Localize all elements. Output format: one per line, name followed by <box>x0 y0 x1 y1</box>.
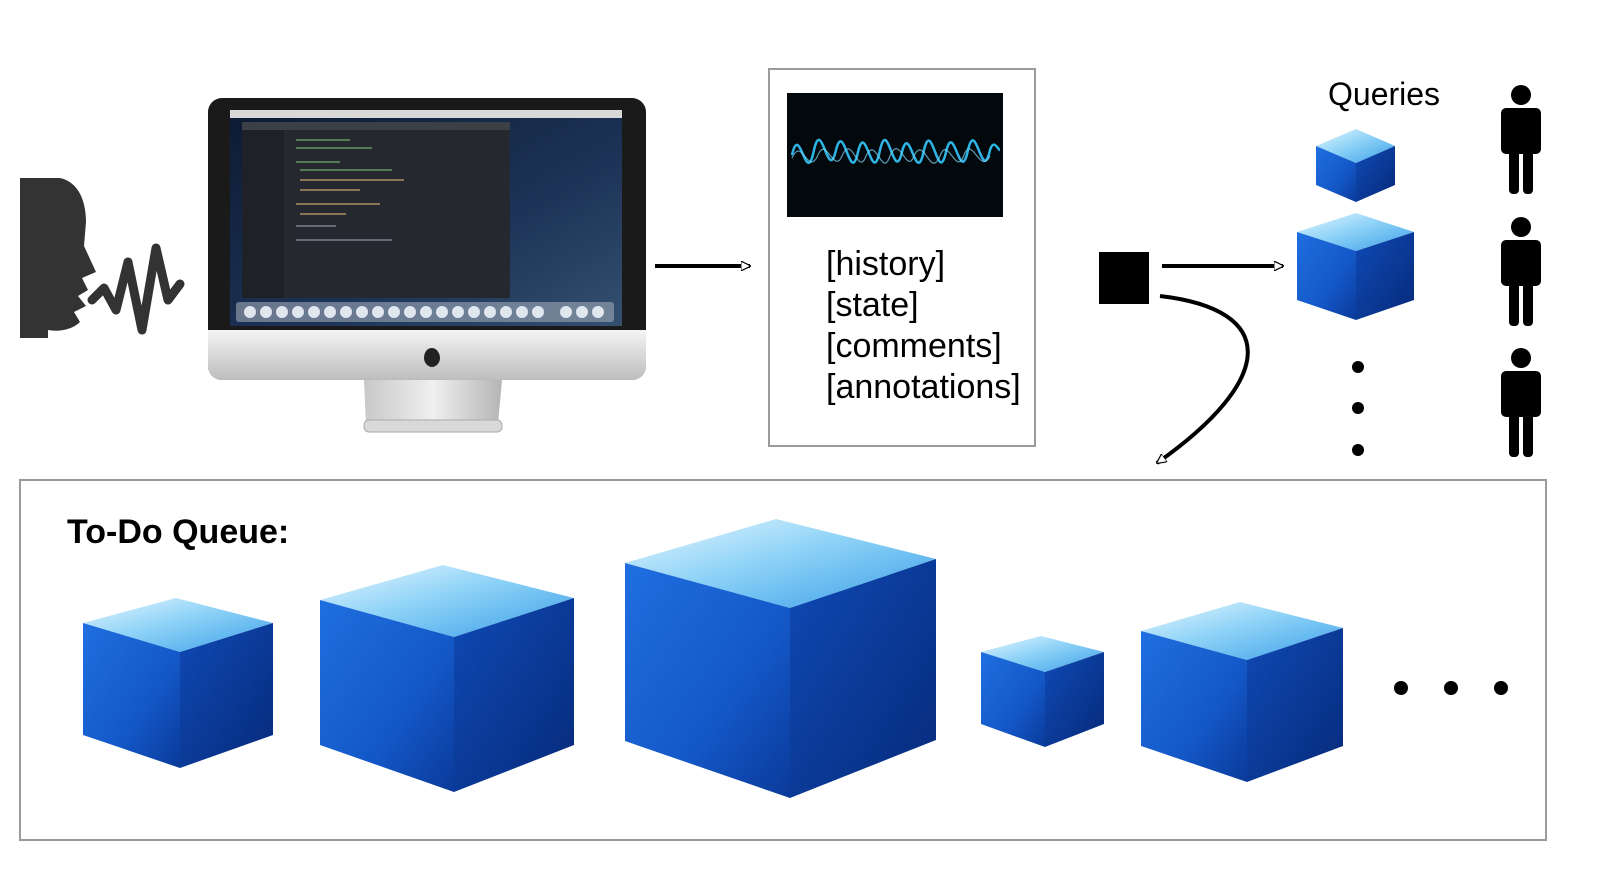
person-icon <box>1501 217 1541 326</box>
state-field-annotations: [annotations] <box>826 368 1021 406</box>
query-cube <box>1316 129 1395 202</box>
queries-label: Queries <box>1328 76 1441 112</box>
arrow-to-queue <box>1157 294 1250 465</box>
queue-cube <box>320 565 574 792</box>
queue-cube <box>981 636 1104 747</box>
waveform-image <box>787 93 1003 217</box>
person-icon <box>1501 85 1541 194</box>
todo-queue-label: To-Do Queue: <box>67 513 290 551</box>
state-field-state: [state] <box>826 286 919 324</box>
query-cube <box>1297 213 1414 320</box>
queue-cube <box>625 519 936 798</box>
queue-cube <box>1141 602 1343 782</box>
waveform-icon <box>87 243 185 335</box>
queue-cube <box>83 598 273 768</box>
vertical-ellipsis <box>1352 361 1364 456</box>
selector-square <box>1099 252 1149 304</box>
state-field-comments: [comments] <box>826 327 1002 365</box>
speaker-icon <box>20 178 96 338</box>
horizontal-ellipsis <box>1394 681 1508 695</box>
state-field-history: [history] <box>826 245 946 283</box>
imac-icon <box>208 98 646 433</box>
state-field-list: [history] [state] [comments] [annotation… <box>826 244 1021 408</box>
person-icon <box>1501 348 1541 457</box>
